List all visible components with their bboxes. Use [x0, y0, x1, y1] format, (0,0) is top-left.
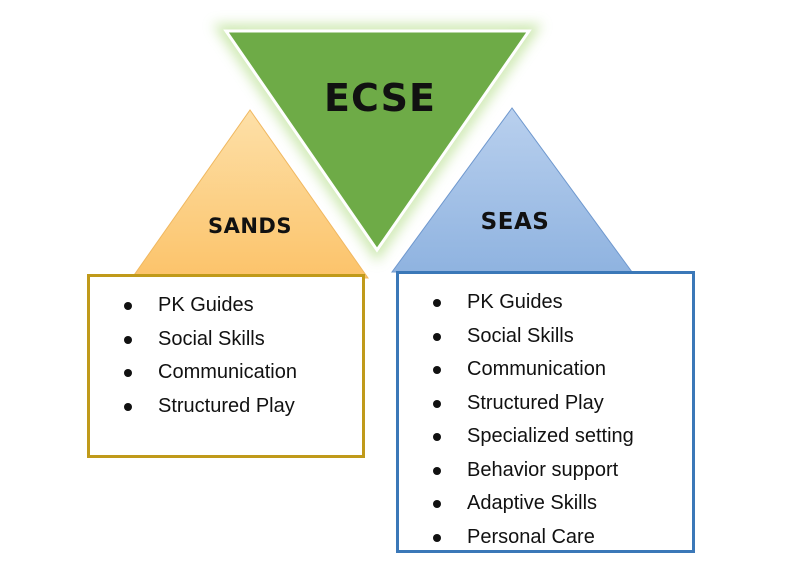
seas-list-item: Social Skills [433, 320, 634, 354]
bullet-icon [433, 366, 441, 374]
sands-list-item-label: Structured Play [158, 394, 295, 417]
bullet-icon [124, 369, 132, 377]
sands-list: PK Guides Social Skills Communication St… [124, 289, 297, 423]
seas-list-item: Personal Care [433, 521, 634, 555]
sands-list-item: Communication [124, 356, 297, 390]
sands-list-item: Social Skills [124, 323, 297, 357]
seas-list-item: Structured Play [433, 387, 634, 421]
bullet-icon [433, 433, 441, 441]
sands-list-box: PK Guides Social Skills Communication St… [87, 274, 365, 458]
bullet-icon [433, 299, 441, 307]
bullet-icon [433, 533, 441, 542]
seas-list-item: Behavior support [433, 454, 634, 488]
sands-list-item-label: PK Guides [158, 294, 254, 316]
sands-list-item: Structured Play [124, 390, 297, 424]
bullet-icon [433, 332, 441, 341]
seas-list-item-label: Communication [467, 358, 606, 380]
sands-list-item: PK Guides [124, 289, 297, 323]
ecse-label: ECSE [324, 76, 436, 120]
seas-list-item: Adaptive Skills [433, 487, 634, 521]
seas-list-box: PK Guides Social Skills Communication St… [396, 271, 695, 553]
bullet-icon [124, 335, 132, 344]
seas-list-item: PK Guides [433, 286, 634, 320]
sands-list-item-label: Communication [158, 361, 297, 383]
bullet-icon [124, 402, 132, 411]
sands-label: SANDS [207, 214, 292, 238]
sands-list-item-label: Social Skills [158, 327, 265, 350]
seas-list-item: Specialized setting [433, 420, 634, 454]
seas-list-item-label: Behavior support [467, 458, 619, 481]
seas-list-item-label: Structured Play [467, 391, 604, 414]
bullet-icon [433, 500, 441, 508]
seas-list: PK Guides Social Skills Communication St… [433, 286, 634, 554]
seas-list-item-label: PK Guides [467, 291, 563, 313]
seas-label: SEAS [480, 209, 550, 235]
bullet-icon [124, 302, 132, 310]
ecse-triangle [223, 29, 532, 253]
seas-list-item-label: Social Skills [467, 324, 574, 347]
seas-list-item-label: Personal Care [467, 525, 595, 548]
seas-list-item-label: Specialized setting [467, 425, 634, 447]
seas-list-item: Communication [433, 353, 634, 387]
seas-list-item-label: Adaptive Skills [467, 492, 598, 514]
bullet-icon [433, 399, 441, 408]
bullet-icon [433, 466, 441, 475]
